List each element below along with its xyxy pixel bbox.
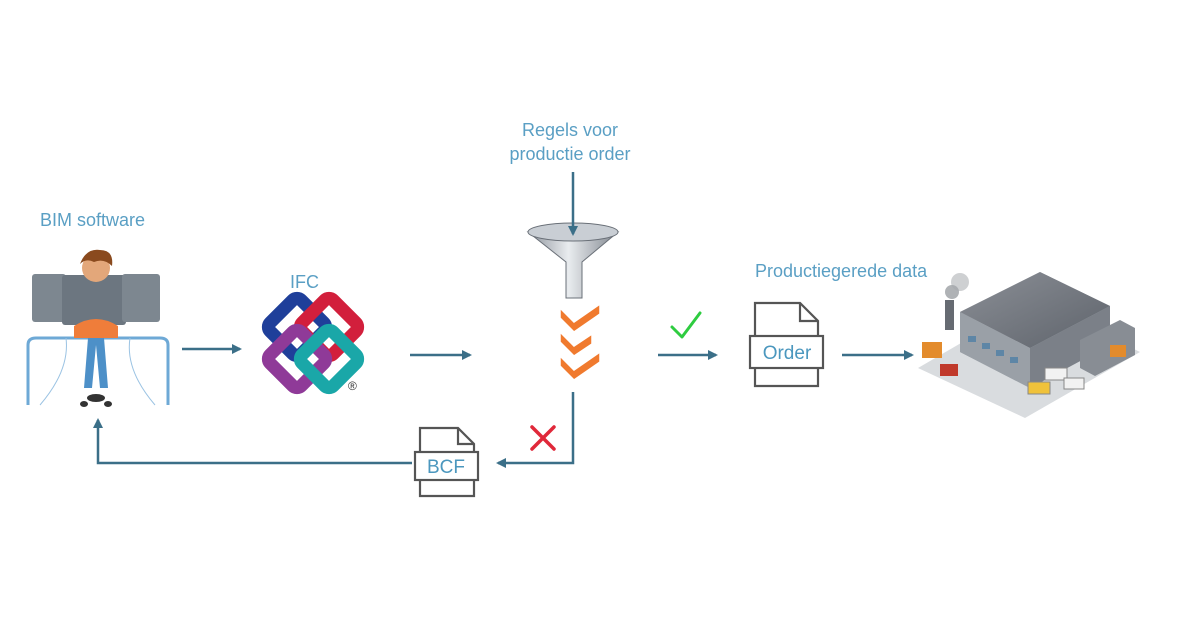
bcf-document: BCF <box>413 426 480 498</box>
order-document: Order <box>748 301 825 388</box>
registered-mark: ® <box>348 379 357 393</box>
chevron-down-icon <box>559 350 601 381</box>
order-doc-label: Order <box>763 343 812 364</box>
check-icon <box>670 311 702 339</box>
rules-label-line2: productie order <box>509 144 631 164</box>
chevron-down-icon <box>559 302 601 333</box>
funnel-icon <box>526 222 620 299</box>
production-ready-label: Productiegerede data <box>755 261 928 281</box>
bcf-doc-label: BCF <box>427 457 465 478</box>
rules-label-line1: Regels voor <box>521 120 619 140</box>
arrow-bcf-to-bim <box>93 418 412 465</box>
arrow-filter-to-bcf <box>496 392 575 468</box>
ifc-label: IFC <box>290 272 319 292</box>
factory-icon <box>918 272 1140 418</box>
filter-chevrons <box>559 302 601 381</box>
flow-arrows <box>93 172 914 468</box>
person-at-desk-icon <box>26 249 170 407</box>
cross-icon <box>530 425 556 451</box>
ifc-logo-icon <box>261 291 365 395</box>
bim-software-label: BIM software <box>40 210 146 230</box>
chevron-down-icon <box>559 330 593 357</box>
